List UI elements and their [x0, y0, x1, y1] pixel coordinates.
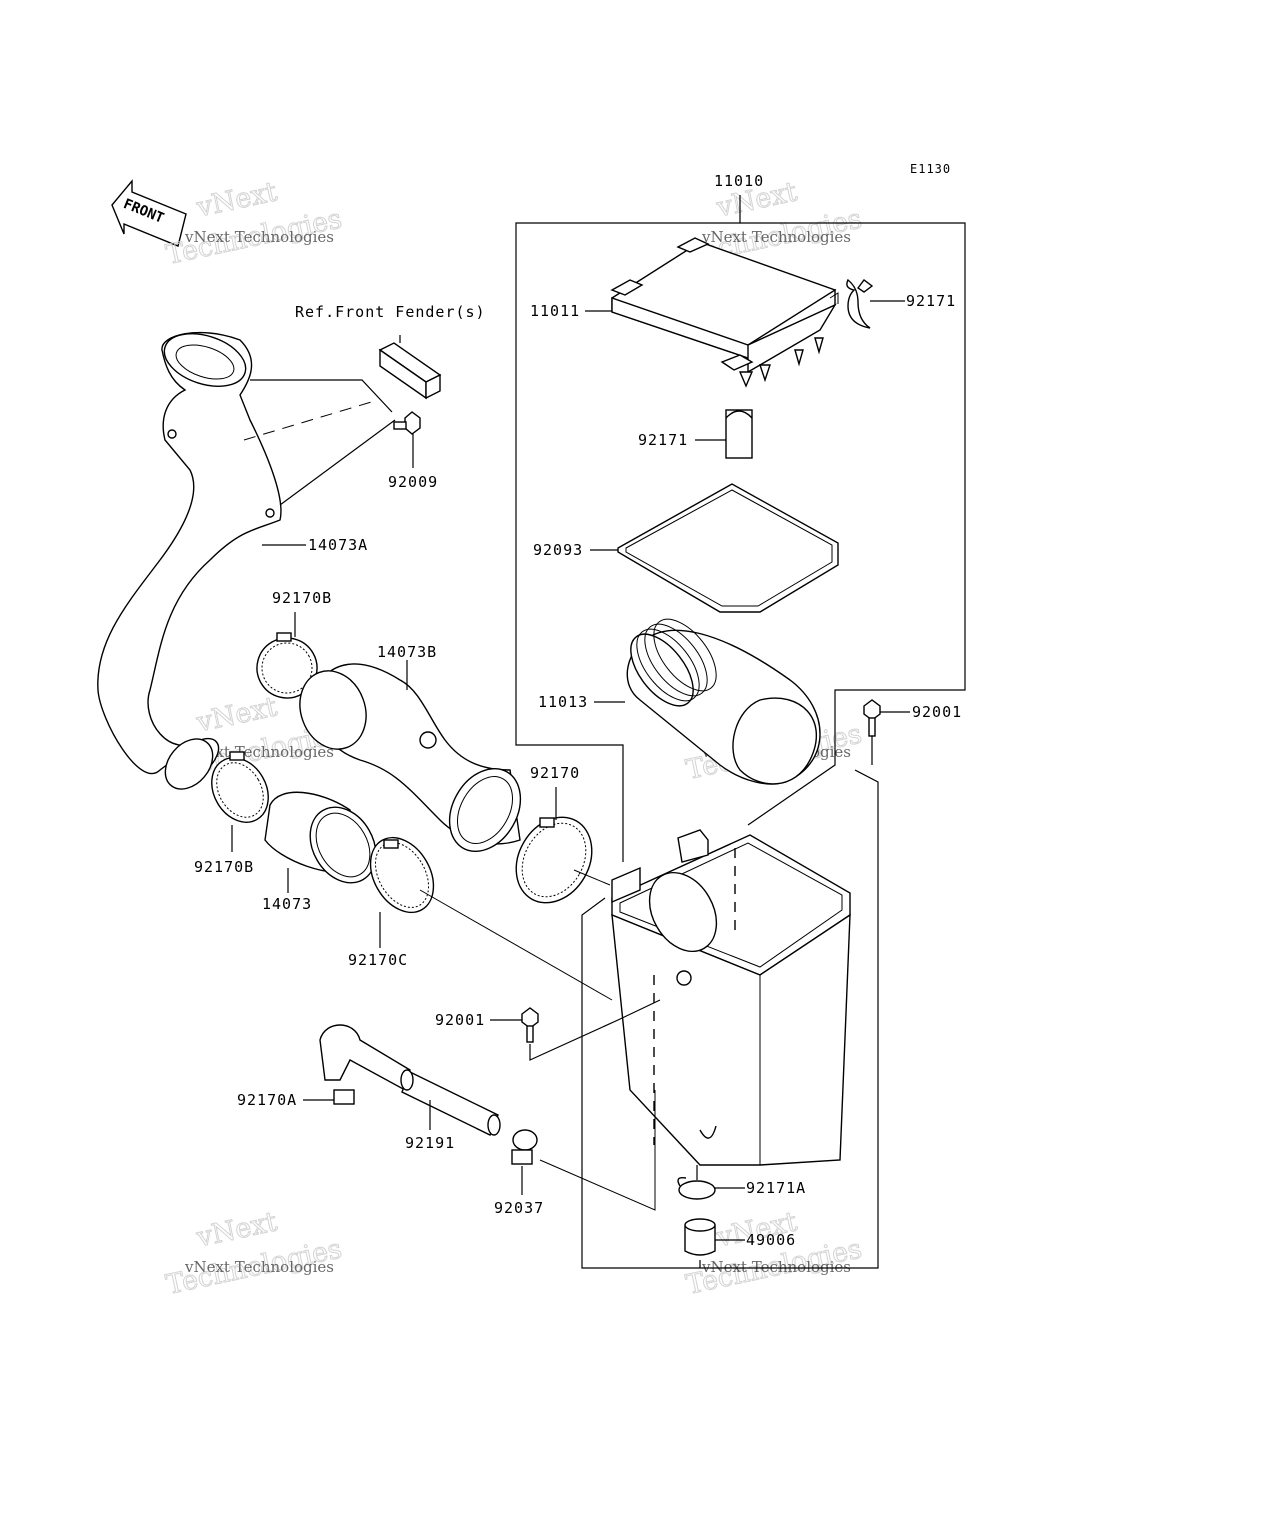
bolt-right: [863, 699, 881, 737]
part-label-11011: 11011: [530, 302, 580, 320]
part-label-92170: 92170: [530, 764, 580, 782]
bolt-92009: [393, 411, 421, 435]
drain-cap: [684, 1218, 716, 1256]
part-label-92191: 92191: [405, 1134, 455, 1152]
part-label-92001-mid: 92001: [435, 1011, 485, 1029]
part-label-14073B: 14073B: [377, 643, 437, 661]
hose-14073B: [299, 663, 522, 853]
reference-note: Ref.Front Fender(s): [295, 303, 486, 321]
part-label-92171-top: 92171: [906, 292, 956, 310]
part-label-92009: 92009: [388, 473, 438, 491]
diagram-code: E1130: [910, 162, 951, 176]
svg-text:vNext Technologies: vNext Technologies: [701, 1258, 851, 1276]
part-label-14073: 14073: [262, 895, 312, 913]
clamp-92170B-top: [256, 632, 318, 699]
svg-text:vNext Technologies: vNext Technologies: [701, 228, 851, 246]
part-label-92170B-top: 92170B: [272, 589, 332, 607]
part-label-92001-right: 92001: [912, 703, 962, 721]
clip-top: [846, 278, 874, 329]
svg-text:vNext Technologies: vNext Technologies: [184, 1258, 334, 1276]
clamp-92037: [511, 1129, 538, 1165]
svg-text:vNext Technologies: vNext Technologies: [184, 743, 334, 761]
air-filter-element: [626, 618, 821, 785]
part-label-92171A: 92171A: [746, 1179, 806, 1197]
part-label-11013: 11013: [538, 693, 588, 711]
part-label-92037: 92037: [494, 1199, 544, 1217]
connector-14073: [264, 791, 377, 884]
svg-text:vNext: vNext: [193, 176, 280, 223]
clamp-92170C: [369, 836, 435, 914]
part-label-92170B-bottom: 92170B: [194, 858, 254, 876]
fender-pad: [378, 342, 442, 400]
svg-text:vNext: vNext: [193, 691, 280, 738]
clamp-92170B-bottom: [211, 751, 269, 823]
clamp-92170: [515, 816, 593, 904]
front-arrow-icon: FRONT: [111, 179, 187, 247]
part-label-49006: 49006: [746, 1231, 796, 1249]
part-label-14073A: 14073A: [308, 536, 368, 554]
foam-pad: [725, 409, 753, 459]
air-box-housing: [611, 829, 851, 1166]
breather-hose: [319, 1024, 501, 1136]
air-box-cover: [610, 237, 839, 388]
part-label-92171-mid: 92171: [638, 431, 688, 449]
clip-92171A: [677, 1176, 716, 1200]
svg-text:vNext: vNext: [193, 1206, 280, 1253]
small-clip-92170A: [333, 1089, 355, 1105]
part-label-11010: 11010: [714, 172, 764, 190]
gasket: [617, 483, 839, 613]
part-label-92170A: 92170A: [237, 1091, 297, 1109]
assembly-bracket: [515, 195, 966, 1269]
svg-text:vNext Technologies: vNext Technologies: [184, 228, 334, 246]
part-label-92093: 92093: [533, 541, 583, 559]
part-label-92170C: 92170C: [348, 951, 408, 969]
bolt-mid: [521, 1007, 539, 1043]
